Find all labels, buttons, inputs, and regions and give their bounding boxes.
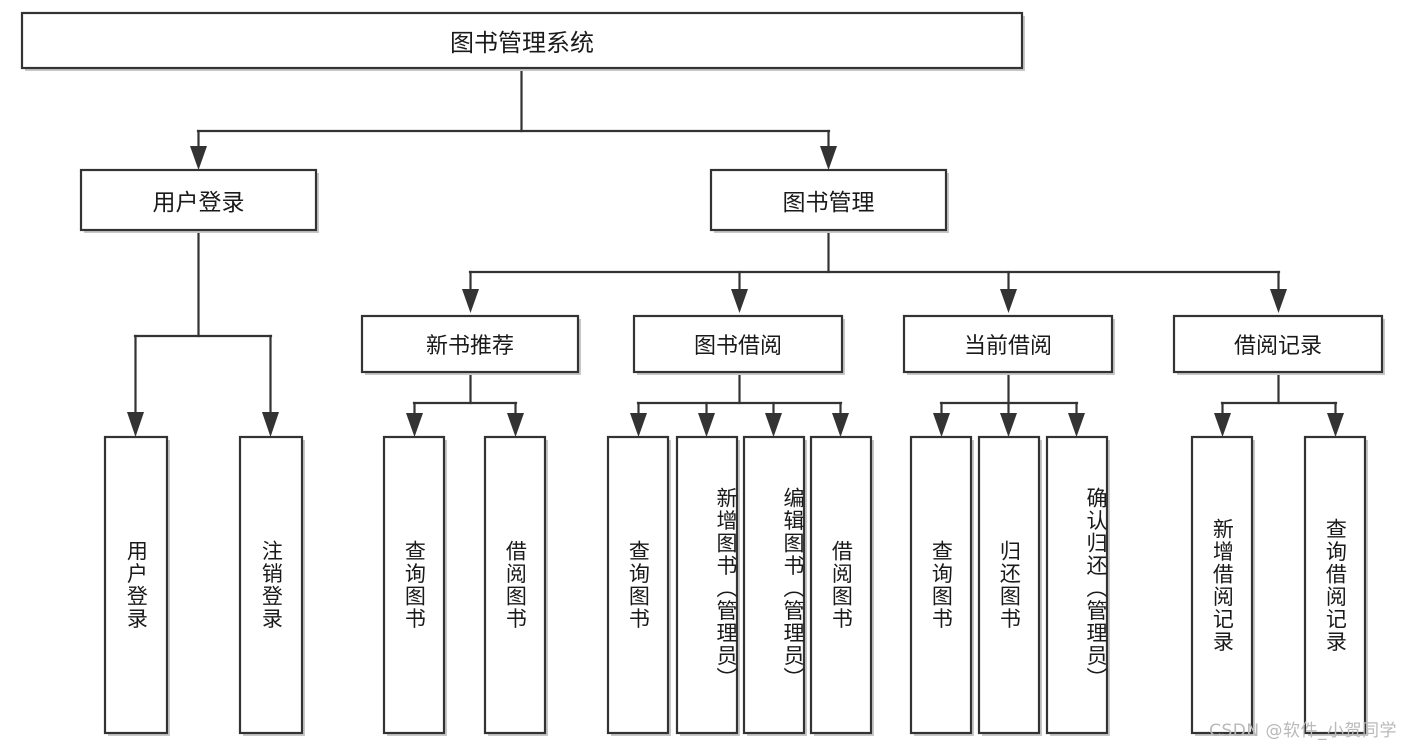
connector-group-login <box>127 231 279 437</box>
node-leaf6-box <box>675 435 739 735</box>
node-leaf4-box <box>483 435 547 735</box>
node-leaf11[interactable] <box>1045 435 1110 736</box>
node-leaf4[interactable] <box>483 435 548 736</box>
connector-group-borrow <box>630 373 849 437</box>
node-leaf6[interactable] <box>675 435 740 736</box>
node-newbook-box <box>360 314 580 374</box>
node-leaf12[interactable] <box>1190 435 1255 736</box>
node-leaf5-box <box>606 435 670 735</box>
node-leaf3-box <box>382 435 446 735</box>
node-root-box <box>20 11 1024 70</box>
node-leaf3[interactable] <box>382 435 447 736</box>
node-leaf13[interactable] <box>1303 435 1368 736</box>
node-leaf13-box <box>1303 435 1367 735</box>
node-leaf10[interactable] <box>977 435 1042 736</box>
node-leaf9-box <box>909 435 973 735</box>
arrow-head-leaf12 <box>1214 413 1231 437</box>
node-login[interactable] <box>79 168 319 233</box>
node-current[interactable] <box>902 314 1115 375</box>
arrow-head-login <box>190 146 207 170</box>
arrow-head-leaf8 <box>832 413 849 437</box>
arrow-head-leaf2 <box>262 412 279 437</box>
connector-group-root <box>190 67 837 170</box>
connector-group-current <box>933 373 1085 437</box>
arrow-head-leaf9 <box>933 413 950 437</box>
arrow-head-leaf1 <box>127 412 144 437</box>
arrow-head-leaf3 <box>406 413 423 437</box>
arrow-head-leaf11 <box>1068 413 1085 437</box>
arrow-head-leaf6 <box>698 413 715 437</box>
arrow-head-leaf10 <box>1000 413 1017 437</box>
node-borrow[interactable] <box>632 314 845 375</box>
node-leaf7[interactable] <box>742 435 807 736</box>
node-bookmgmt[interactable] <box>709 168 949 233</box>
node-records-box <box>1172 314 1384 374</box>
node-leaf2[interactable] <box>238 435 305 736</box>
arrow-head-records <box>1270 289 1287 313</box>
node-login-box <box>79 168 318 232</box>
node-leaf12-box <box>1190 435 1254 735</box>
connector-group-records <box>1214 373 1344 437</box>
node-leaf5[interactable] <box>606 435 671 736</box>
node-leaf9[interactable] <box>909 435 974 736</box>
connector-group-newbook <box>406 373 524 437</box>
node-leaf8-box <box>809 435 873 735</box>
arrow-head-leaf5 <box>630 413 647 437</box>
connector-group-bookmgmt <box>462 231 1287 313</box>
csdn-watermark: CSDN @软件_小贺同学 <box>1209 721 1397 741</box>
arrow-head-borrow <box>731 289 748 313</box>
node-leaf10-box <box>977 435 1041 735</box>
node-bookmgmt-box <box>709 168 948 232</box>
arrow-head-leaf13 <box>1327 413 1344 437</box>
arrow-head-bookmgmt <box>820 146 837 170</box>
node-leaf8[interactable] <box>809 435 874 736</box>
node-borrow-box <box>632 314 844 374</box>
node-leaf2-box <box>238 435 304 735</box>
node-newbook[interactable] <box>360 314 581 375</box>
arrow-head-leaf4 <box>507 413 524 437</box>
node-leaf7-box <box>742 435 806 735</box>
node-root[interactable] <box>20 11 1025 71</box>
node-leaf1[interactable] <box>103 435 170 736</box>
node-leaf1-box <box>103 435 169 735</box>
node-records[interactable] <box>1172 314 1385 375</box>
arrow-head-leaf7 <box>765 413 782 437</box>
arrow-head-current <box>1000 289 1017 313</box>
node-current-box <box>902 314 1114 374</box>
node-leaf11-box <box>1045 435 1109 735</box>
arrow-head-newbook <box>462 289 479 313</box>
